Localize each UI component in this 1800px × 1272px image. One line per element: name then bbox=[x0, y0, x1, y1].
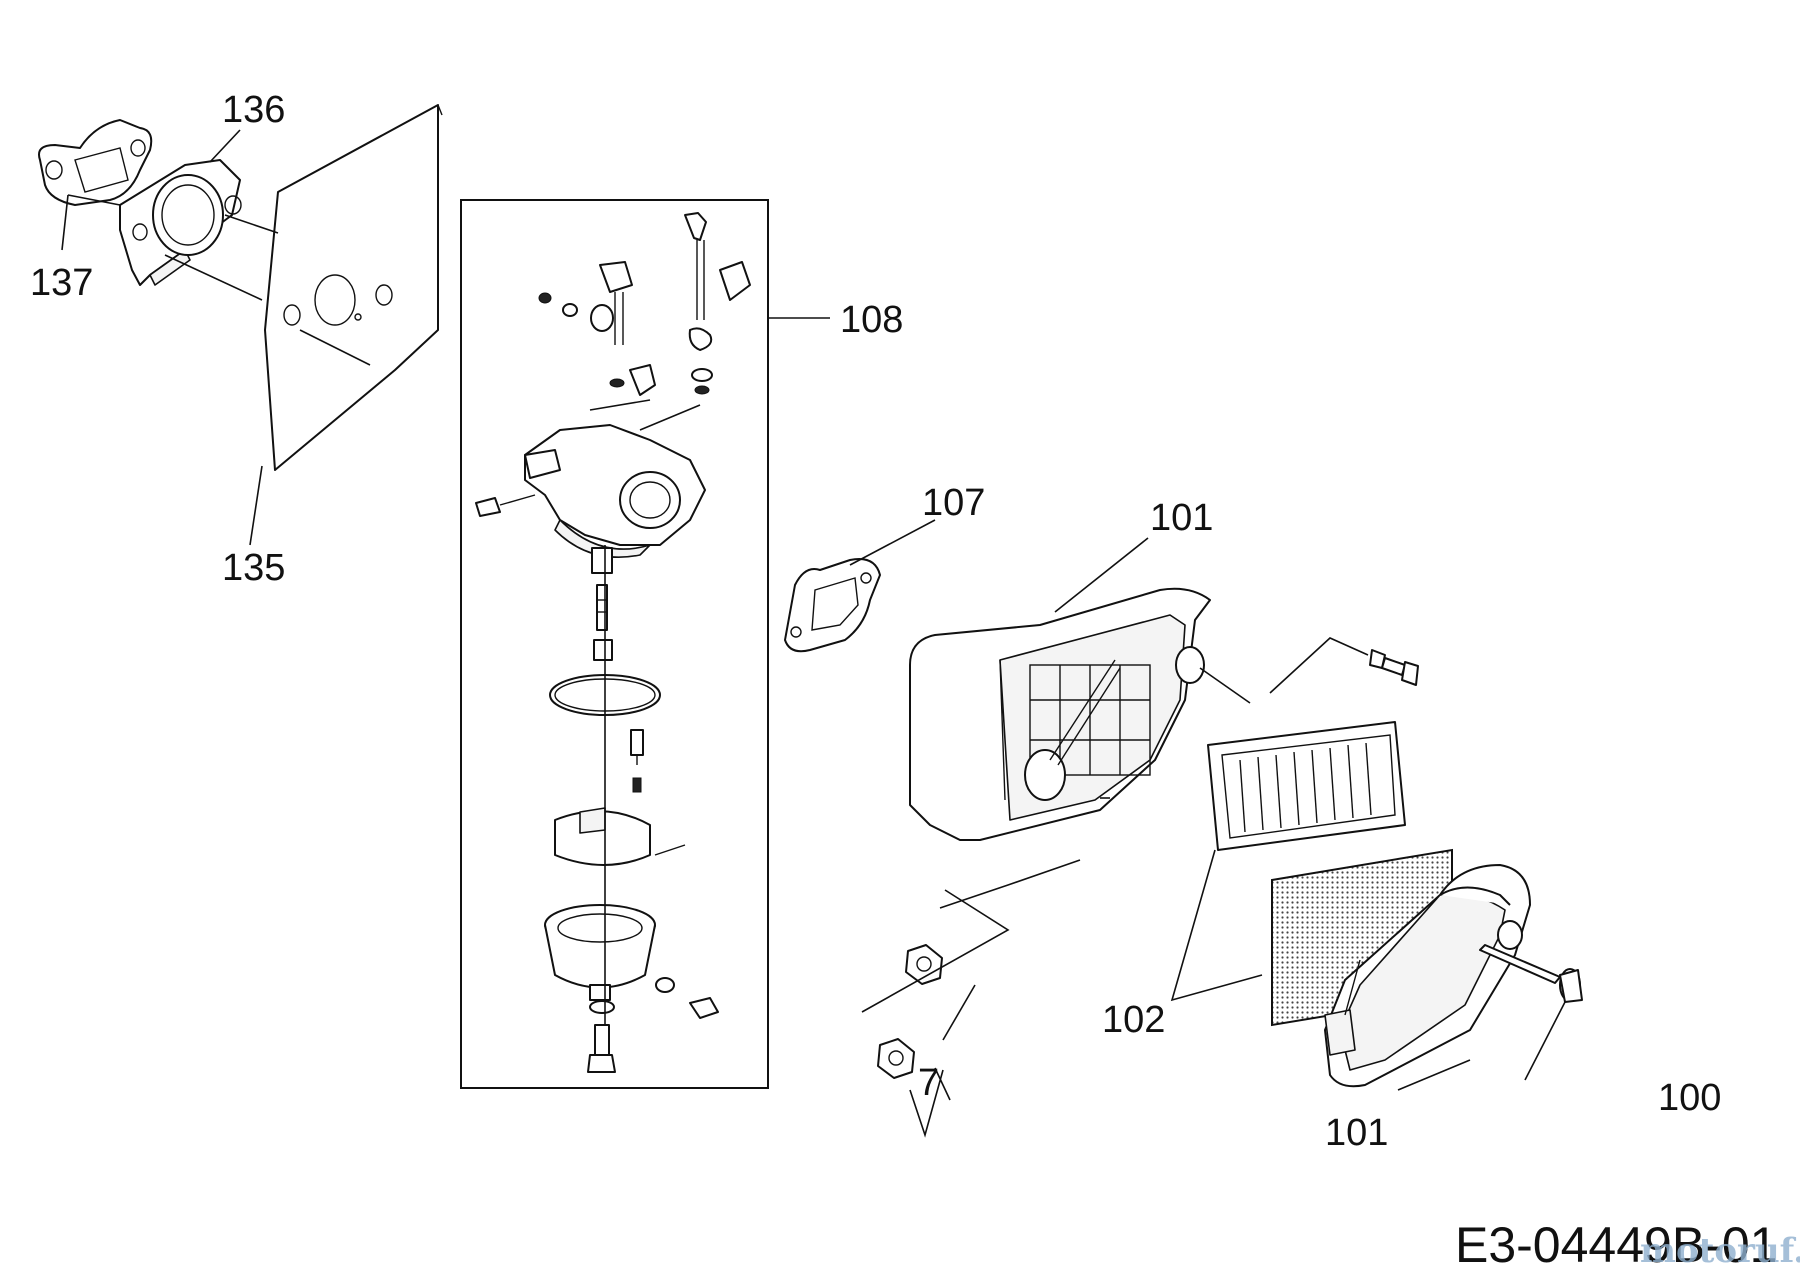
callout-107: 107 bbox=[922, 482, 985, 524]
filter-102 bbox=[1207, 721, 1453, 1027]
callout-100: 100 bbox=[1658, 1077, 1721, 1119]
bolt bbox=[1369, 649, 1419, 686]
air-cleaner-cover-101 bbox=[1324, 864, 1531, 1088]
wing-screw-100 bbox=[1479, 944, 1583, 1003]
carburetor-assembly-box bbox=[460, 199, 769, 1089]
callout-108: 108 bbox=[840, 299, 903, 341]
carburetor-108-parts bbox=[475, 212, 751, 1073]
heat-shield-135 bbox=[264, 104, 443, 471]
callout-136: 136 bbox=[222, 89, 285, 131]
watermark-logo: motoruf.de bbox=[1640, 1231, 1800, 1271]
callout-7: 7 bbox=[918, 1062, 939, 1104]
callout-102: 102 bbox=[1102, 999, 1165, 1041]
callout-101-top: 101 bbox=[1150, 497, 1213, 539]
nuts-7 bbox=[877, 944, 943, 1079]
diagram-code: E3-04449B-01 bbox=[1455, 1217, 1777, 1272]
gasket-137 bbox=[38, 119, 153, 206]
callout-135: 135 bbox=[222, 547, 285, 589]
gasket-107 bbox=[784, 558, 881, 653]
callout-137: 137 bbox=[30, 262, 93, 304]
callout-101-bottom: 101 bbox=[1325, 1112, 1388, 1154]
air-cleaner-base-101 bbox=[909, 587, 1211, 841]
spacer-136 bbox=[119, 159, 242, 286]
